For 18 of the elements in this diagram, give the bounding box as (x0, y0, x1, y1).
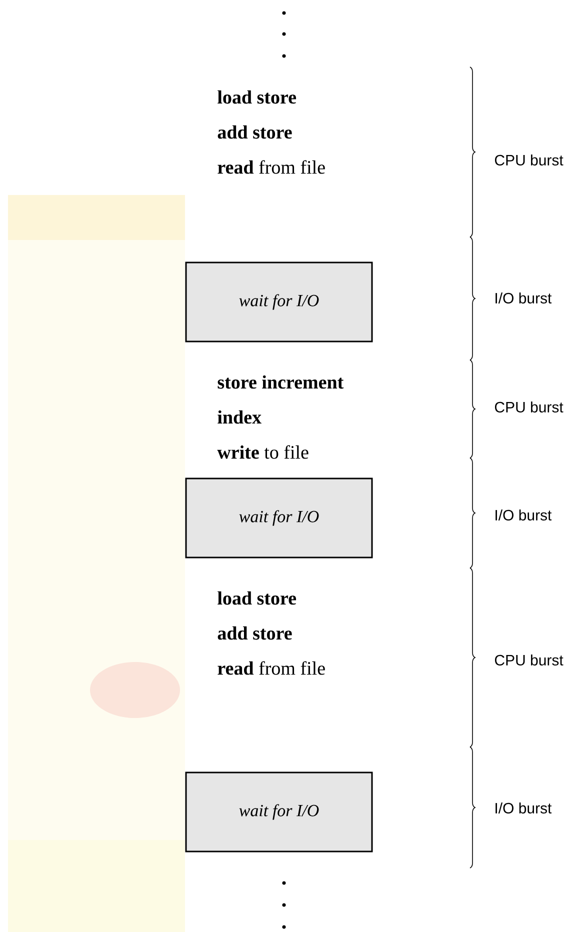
process-box: wait for I/O (185, 262, 373, 342)
code-line: add store (218, 626, 292, 640)
process-box: wait for I/O (185, 478, 373, 558)
burst-label: CPU burst (494, 402, 564, 412)
burst-label: CPU burst (494, 154, 564, 166)
code-line: add store (218, 125, 292, 139)
burst-label: CPU burst (494, 654, 564, 666)
code-line: read from file (218, 661, 325, 675)
burst-label: I/O burst (496, 802, 552, 814)
code-line: load store (218, 591, 296, 605)
code-line: store increment (218, 375, 344, 389)
code-line: read from file (218, 160, 325, 174)
code-line: index (218, 410, 262, 424)
burst-label: I/O burst (496, 510, 552, 520)
process-box: wait for I/O (185, 772, 373, 852)
code-line: write to file (217, 445, 308, 459)
code-line: load store (218, 90, 296, 104)
burst-label: I/O burst (496, 292, 552, 304)
